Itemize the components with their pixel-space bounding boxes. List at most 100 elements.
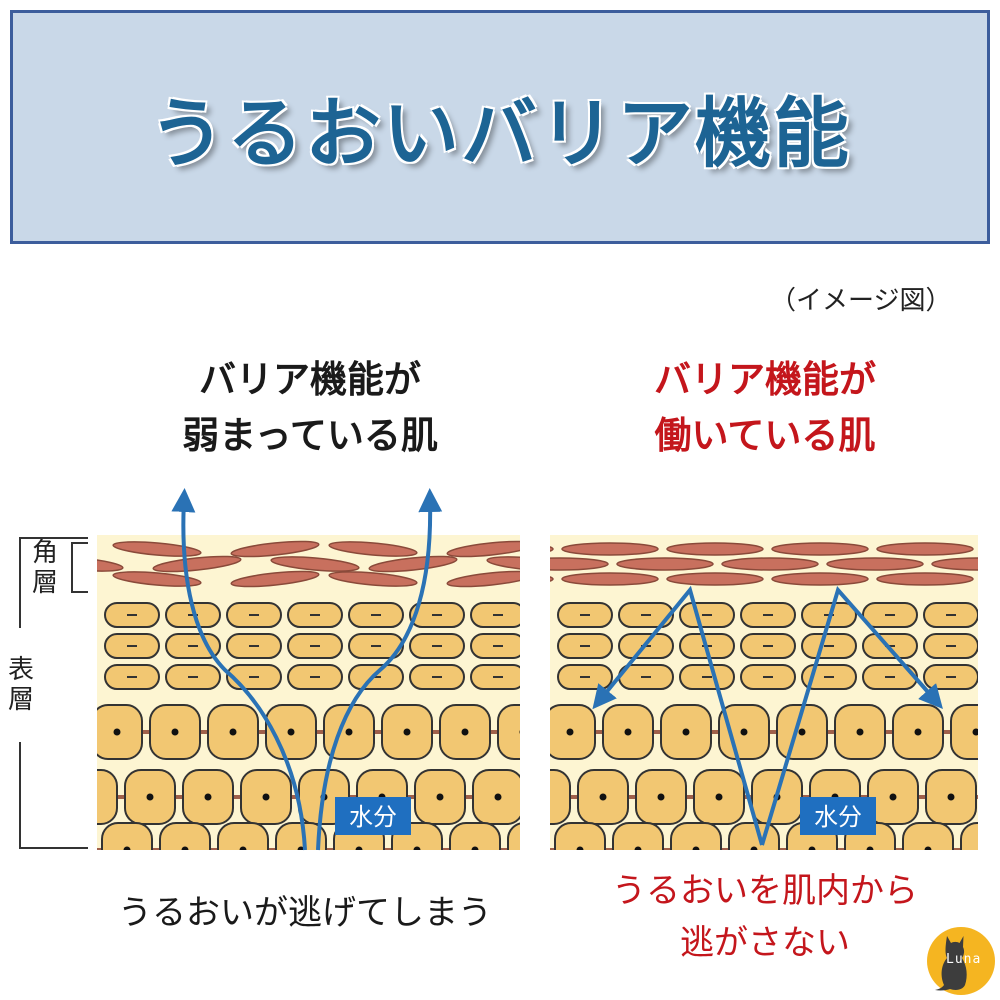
right-caption: うるおいを肌内から 逃がさない [545, 865, 985, 969]
water-label-right: 水分 [800, 797, 876, 835]
page-title: うるおいバリア機能 [149, 89, 851, 178]
cell-nucleus [750, 846, 758, 850]
corneum-cell [616, 557, 714, 571]
cell-nucleus [297, 846, 305, 850]
cell-nucleus [972, 728, 978, 736]
epidermis-label: 表層 [8, 655, 35, 715]
cell-nucleus [808, 846, 816, 850]
cell-nucleus [519, 730, 520, 734]
cell-nucleus [31, 794, 38, 801]
corneum-cell [112, 571, 202, 587]
epidermis-bracket-top [19, 537, 88, 628]
right-caption-line2: 逃がさない [680, 923, 850, 963]
basal-cell [101, 822, 153, 850]
retain-arrow-left [592, 585, 764, 846]
corneum-cell [771, 572, 869, 586]
flat-cell [985, 665, 1000, 689]
corneum-cell [721, 557, 819, 571]
cell-nucleus [947, 793, 955, 801]
corneum-cell [982, 543, 1000, 555]
cell-nucleus [181, 846, 189, 850]
left-heading-line1: バリア機能が [199, 358, 421, 401]
corneum-cell [666, 572, 764, 586]
cell-nucleus [436, 793, 444, 801]
cell-nucleus [262, 793, 270, 801]
corneum-cell [328, 541, 418, 557]
right-caption-line1: うるおいを肌内から [612, 871, 918, 911]
cell-nucleus [413, 846, 421, 850]
basal-cell [554, 822, 606, 850]
logo-text: Luna [946, 952, 982, 967]
corneum-cell [270, 556, 360, 572]
cell-nucleus [856, 728, 864, 736]
corneum-cell [112, 541, 202, 557]
basal-cell [497, 704, 520, 760]
left-heading-line2: 弱まっている肌 [182, 414, 438, 457]
right-heading-line2: 働いている肌 [654, 414, 876, 457]
cell-nucleus [682, 728, 690, 736]
cell-nucleus [461, 728, 469, 736]
basal-cell [550, 769, 571, 825]
basal-cell [97, 769, 118, 825]
basal-cell [950, 704, 978, 760]
escape-arrow-left [171, 488, 307, 851]
corneum-bracket [71, 542, 88, 593]
basal-cell [902, 822, 954, 850]
basal-cell [960, 822, 978, 850]
cell-nucleus [471, 846, 479, 850]
cell-nucleus [798, 728, 806, 736]
water-label-text-left: 水分 [349, 803, 397, 831]
corneum-cell [876, 572, 974, 586]
cell-nucleus [914, 728, 922, 736]
corneum-cell [561, 542, 659, 556]
cell-nucleus [542, 794, 549, 801]
cell-nucleus [530, 847, 537, 854]
retain-arrow-right [760, 585, 943, 846]
cell-nucleus [171, 728, 179, 736]
right-heading-line1: バリア機能が [654, 358, 876, 401]
corneum-cell [931, 557, 978, 571]
epidermis-bracket-bottom [19, 742, 88, 849]
water-label-left: 水分 [335, 797, 411, 835]
cell-nucleus [494, 793, 502, 801]
corneum-cell [230, 540, 320, 558]
cell-nucleus [740, 728, 748, 736]
cell-nucleus [715, 793, 723, 801]
right-heading: バリア機能が 働いている肌 [545, 352, 985, 464]
cell-nucleus [599, 793, 607, 801]
cell-nucleus [866, 846, 874, 850]
image-note: （イメージ図） [770, 286, 952, 316]
corneum-cell [876, 542, 974, 556]
cell-nucleus [345, 728, 353, 736]
cell-nucleus [889, 793, 897, 801]
cell-nucleus [287, 728, 295, 736]
right-skin-panel [542, 535, 1000, 850]
corneum-cell [152, 555, 242, 573]
flat-cell [985, 603, 1000, 627]
luna-logo [927, 927, 995, 995]
corneum-cell [561, 572, 659, 586]
corneum-cell [230, 570, 320, 588]
corneum-cell [97, 556, 124, 572]
corneum-cell [826, 557, 924, 571]
cell-nucleus [146, 793, 154, 801]
basal-cell [217, 822, 269, 850]
basal-cell [507, 822, 520, 850]
cell-nucleus [576, 846, 584, 850]
corneum-cell [368, 555, 458, 573]
basal-cell [34, 705, 84, 759]
cell-nucleus [624, 728, 632, 736]
corneum-cell [446, 540, 520, 558]
basal-cell [9, 770, 59, 824]
title-banner: うるおいバリア機能 [10, 10, 990, 244]
corneum-label: 角層 [32, 538, 59, 598]
cell-nucleus [239, 846, 247, 850]
corneum-cell [550, 557, 609, 571]
cell-nucleus [123, 846, 131, 850]
cell-nucleus [89, 794, 96, 801]
water-label-text-right: 水分 [814, 803, 862, 831]
corneum-cell [771, 542, 869, 556]
basal-cell [449, 822, 501, 850]
corneum-cell [982, 573, 1000, 585]
corneum-cell [550, 576, 554, 582]
